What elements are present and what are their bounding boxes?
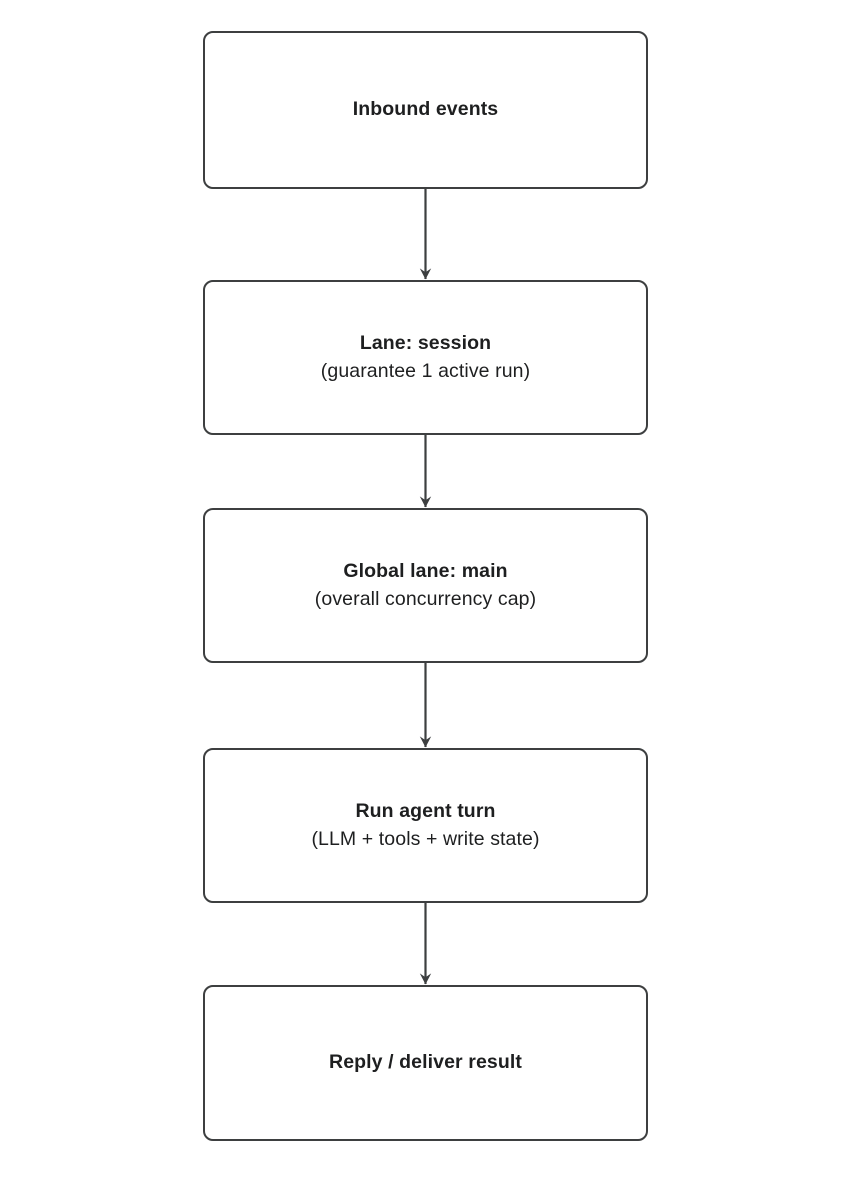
- node-title: Run agent turn: [355, 799, 496, 822]
- node-subtitle: (overall concurrency cap): [314, 587, 537, 610]
- node-subtitle: (LLM + tools + write state): [311, 827, 540, 850]
- node-run-agent-turn[interactable]: Run agent turn (LLM + tools + write stat…: [203, 748, 648, 903]
- node-lane-session[interactable]: Lane: session (guarantee 1 active run): [203, 280, 648, 435]
- node-reply-deliver-result[interactable]: Reply / deliver result: [203, 985, 648, 1141]
- node-title: Reply / deliver result: [329, 1051, 522, 1074]
- node-subtitle: (guarantee 1 active run): [320, 359, 531, 382]
- node-title: Inbound events: [352, 98, 499, 121]
- node-title: Lane: session: [359, 331, 492, 354]
- node-title: Global lane: main: [343, 559, 508, 582]
- node-inbound-events[interactable]: Inbound events: [203, 31, 648, 189]
- node-global-lane-main[interactable]: Global lane: main (overall concurrency c…: [203, 508, 648, 663]
